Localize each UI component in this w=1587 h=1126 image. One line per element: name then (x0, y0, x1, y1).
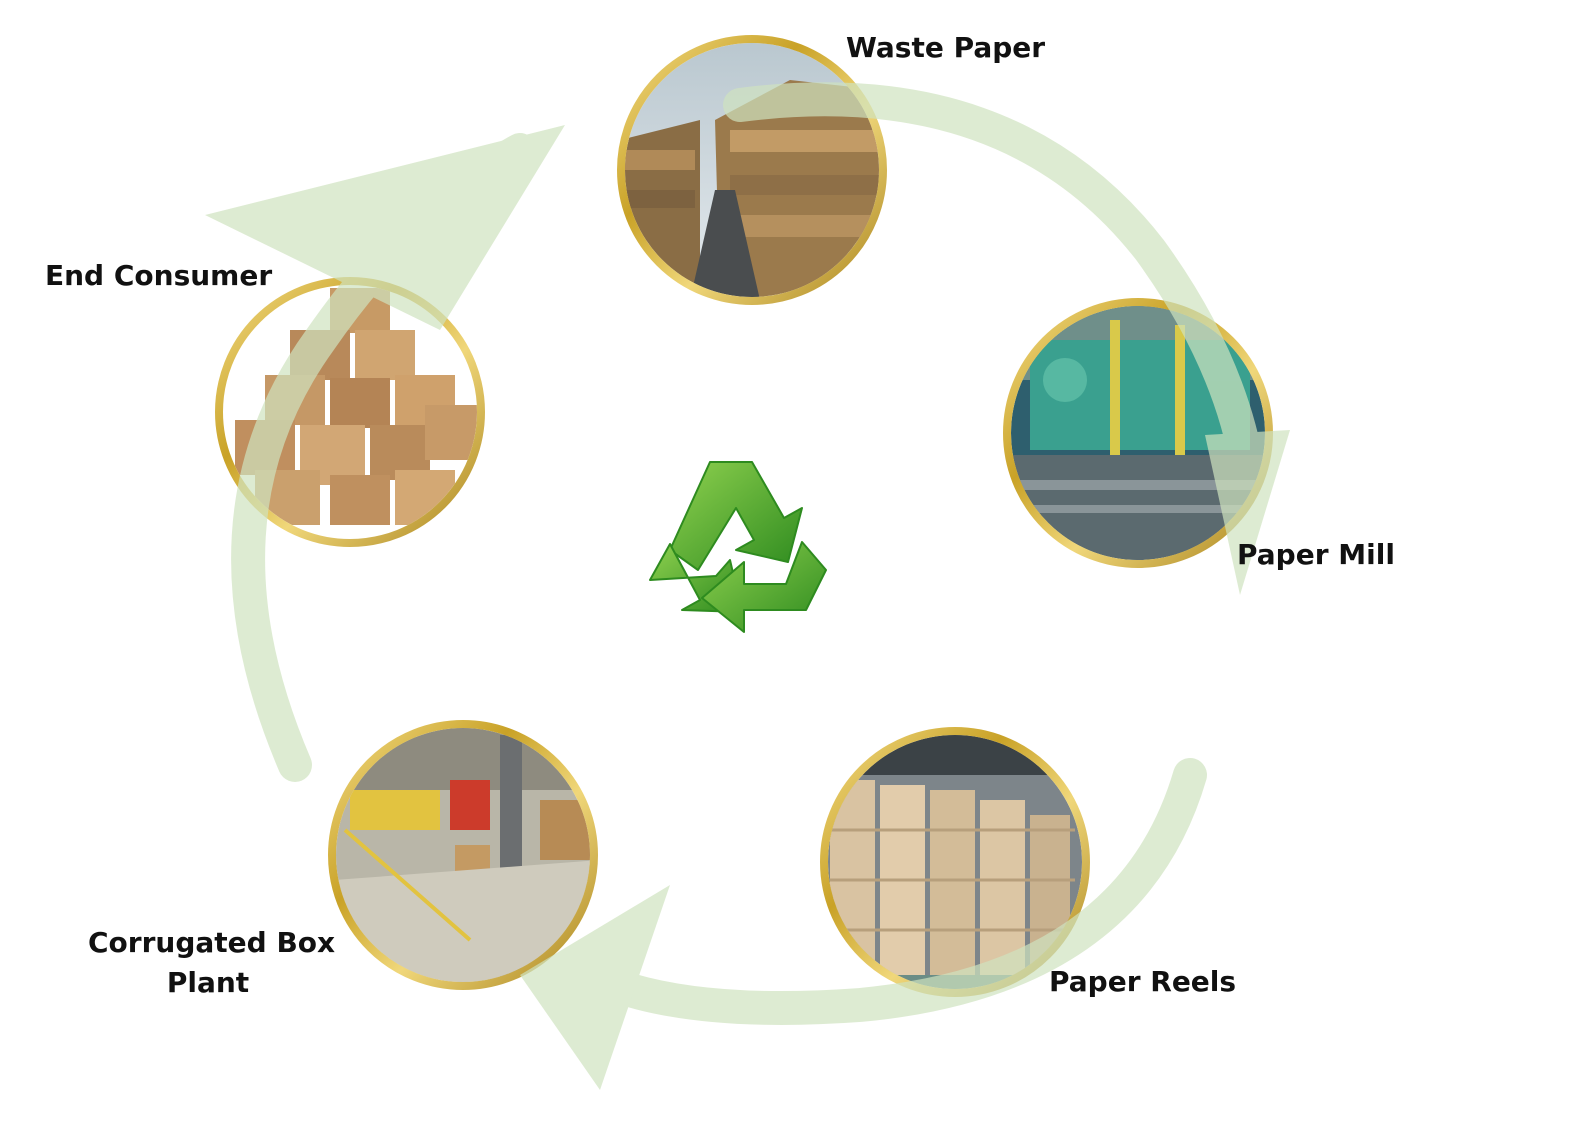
corrugated-box-plant-photo (336, 728, 590, 982)
label-paper-mill: Paper Mill (1237, 538, 1395, 571)
label-waste-paper: Waste Paper (846, 31, 1046, 64)
recycle-icon (649, 461, 827, 633)
label-corrugated-box-plant-line2: Plant (166, 966, 250, 999)
corrugated-box-plant-ring (328, 720, 598, 990)
arrowhead-plant (520, 885, 670, 1090)
waste-paper-ring (617, 35, 887, 305)
cycle-arrows (205, 82, 1290, 1090)
label-corrugated-box-plant-line1: Corrugated Box (88, 926, 336, 959)
arrowhead-mill (1205, 430, 1290, 595)
label-paper-reels: Paper Reels (1049, 965, 1237, 998)
arrowhead-waste (205, 125, 565, 330)
label-end-consumer: End Consumer (45, 259, 273, 292)
arrow-reels-to-plant (573, 758, 1207, 1026)
label-corrugated-box-plant: Corrugated Box Plant (88, 923, 336, 1003)
arrow-waste-to-mill (723, 82, 1265, 487)
